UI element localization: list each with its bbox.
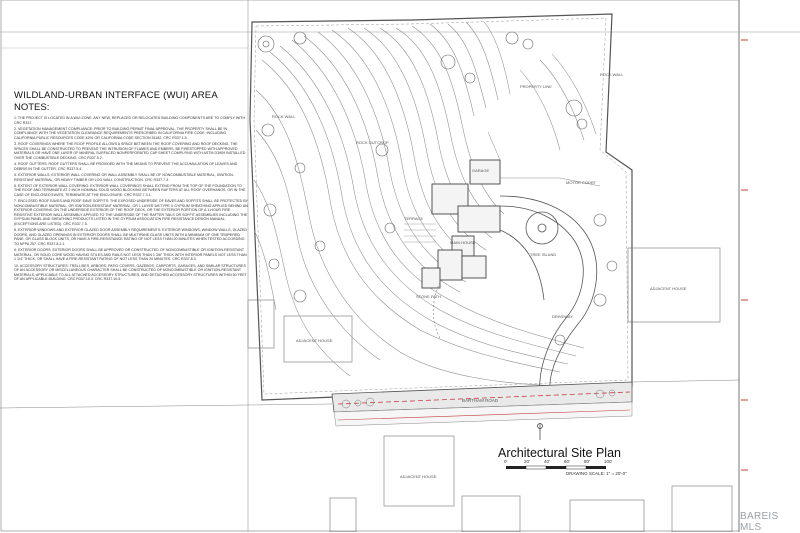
label-motor-court: MOTOR COURT <box>566 180 597 185</box>
scale-tick-label: 0' <box>504 459 508 464</box>
plan-title: Architectural Site Plan <box>498 446 621 460</box>
adjacent-house-left-outline <box>283 315 353 363</box>
scale-tick-label: 40' <box>544 459 550 464</box>
note-item: 1. THE PROJECT IS LOCATED IN A WUI ZONE.… <box>14 116 246 125</box>
label-adjacent-house-left: ADJACENT HOUSE <box>296 338 333 343</box>
note-item: 10. ACCESSORY STRUCTURES: TRELLISES, ARB… <box>14 263 247 282</box>
scale-bar: 0' 20' 40' 60' 80' 100' <box>504 459 613 470</box>
label-adjacent-house-bottom: ADJACENT HOUSE <box>400 474 437 479</box>
notes-subtitle: NOTES: <box>14 102 50 113</box>
garage-footprint <box>469 159 501 185</box>
label-road: BARTHAM ROAD <box>462 398 499 403</box>
scale-tick-label: 100' <box>604 459 613 464</box>
north-arrow <box>537 423 543 440</box>
label-property-line: PROPERTY LINE <box>520 84 552 89</box>
scale-tick-label: 20' <box>524 459 530 464</box>
note-item: 4. ROOF GUTTERS: ROOF GUTTERS SHALL BE P… <box>14 162 238 171</box>
note-item: 3. ROOF COVERINGS WHERE THE ROOF PROFILE… <box>14 142 246 160</box>
note-item: 6. EXTENT OF EXTERIOR WALL COVERING: EXT… <box>14 183 246 197</box>
building-footprints <box>421 159 501 289</box>
plan-labels: ROCK WALL ROCK WALL ROCK OUTCROP MOTOR C… <box>272 72 687 479</box>
notes-list: 1. THE PROJECT IS LOCATED IN A WUI ZONE.… <box>14 116 248 284</box>
label-rock-wall-left: ROCK WALL <box>272 114 296 119</box>
note-item: 5. EXTERIOR WALLS: EXTERIOR WALL COVERIN… <box>14 172 234 182</box>
tree-island-circle <box>525 211 559 245</box>
setback-line <box>253 17 629 395</box>
notes-title: WILDLAND-URBAN INTERFACE (WUI) AREA <box>14 90 218 101</box>
road <box>331 381 633 427</box>
mls-watermark: BAREIS MLS <box>740 511 779 533</box>
label-driveway: DRIVEWAY <box>552 314 573 319</box>
tree-symbols <box>257 31 618 346</box>
adjacent-house-right-outline <box>627 247 721 323</box>
label-terrace: TERRACE <box>404 216 423 221</box>
note-item: 7. ENCLOSED ROOF EAVES AND ROOF EAVE SOF… <box>14 199 248 227</box>
stone-path <box>432 281 441 339</box>
label-main-house: MAIN HOUSE <box>450 240 476 245</box>
label-rock-wall-top: ROCK WALL <box>600 72 624 77</box>
driveway <box>499 195 598 393</box>
note-item: 2. VEGETATION MANAGEMENT COMPLIANCE: PRI… <box>14 126 228 140</box>
label-stone-path: STONE PATH <box>416 294 441 299</box>
note-item: 9. EXTERIOR DOORS: EXTERIOR DOORS SHALL … <box>14 248 247 262</box>
label-tree-island: TREE ISLAND <box>530 252 556 257</box>
scale-tick-label: 80' <box>584 459 590 464</box>
note-item: 8. EXTERIOR WINDOWS AND EXTERIOR GLAZED … <box>14 228 247 246</box>
label-rock-outcrop: ROCK OUTCROP <box>356 140 389 145</box>
road-centerline <box>337 391 631 405</box>
label-adjacent-house-right: ADJACENT HOUSE <box>650 286 687 291</box>
scale-tick-label: 60' <box>564 459 570 464</box>
adjacent-parcels <box>247 247 733 532</box>
scale-note: DRAWING SCALE: 1" = 20'-0" <box>566 471 627 476</box>
topographic-contours <box>253 21 597 387</box>
property-boundary <box>249 13 633 401</box>
title-block-marks <box>741 39 748 471</box>
terrace-hatching <box>404 223 436 243</box>
label-garage: GARAGE <box>472 168 489 173</box>
